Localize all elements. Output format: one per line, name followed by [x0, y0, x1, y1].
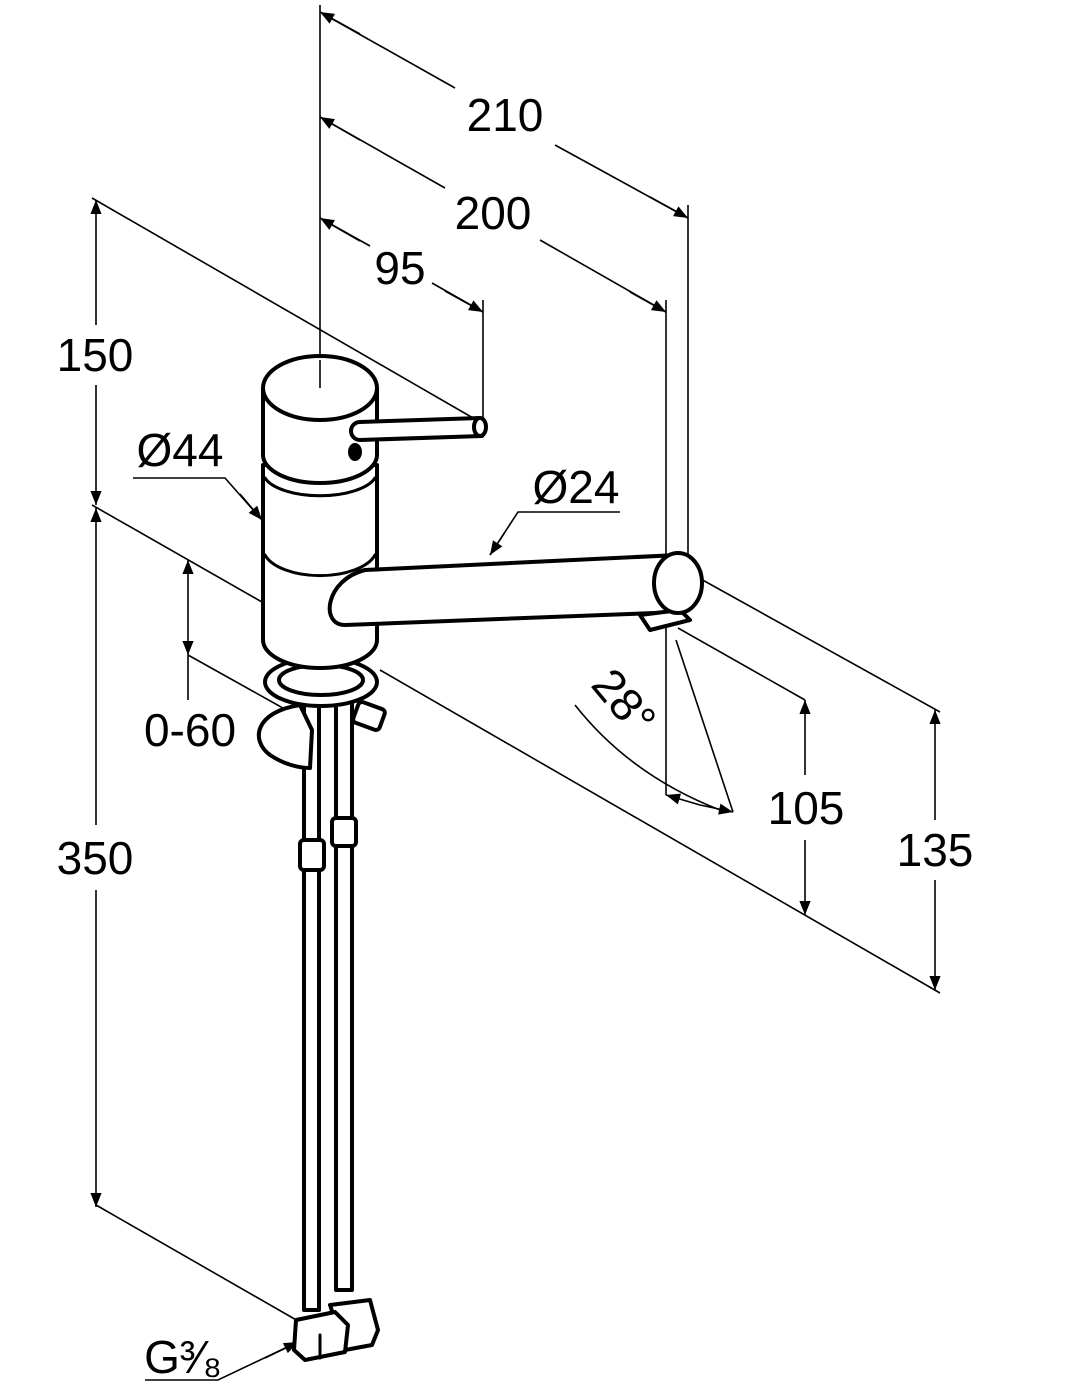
label-body-diameter: Ø44 [137, 424, 224, 476]
label-105: 105 [768, 782, 845, 834]
label-200: 200 [455, 187, 532, 239]
label-angle: 28° [582, 658, 667, 745]
dimension-lines [90, 11, 941, 1381]
label-thread: G³⁄₈ [144, 1331, 222, 1383]
label-spout-diameter: Ø24 [533, 461, 620, 513]
connection-nuts [292, 1298, 380, 1362]
spout [327, 551, 704, 632]
label-150: 150 [57, 329, 134, 381]
supply-hoses [298, 668, 358, 1312]
label-95: 95 [374, 242, 425, 294]
label-135: 135 [897, 824, 974, 876]
label-350: 350 [57, 832, 134, 884]
label-deck-thickness: 0-60 [144, 704, 236, 756]
mounting-set [256, 656, 387, 770]
dimension-labels: 210 200 95 150 Ø44 Ø24 0-60 28° 105 135 … [57, 89, 974, 1383]
label-210: 210 [467, 89, 544, 141]
lever-handle [349, 416, 488, 442]
